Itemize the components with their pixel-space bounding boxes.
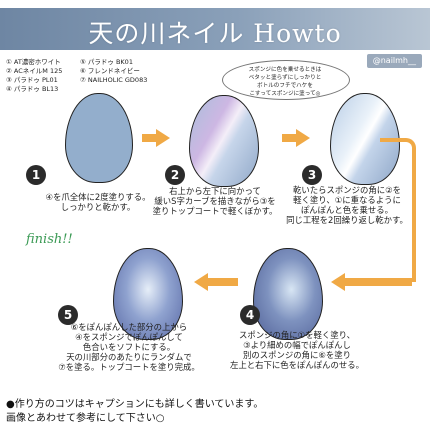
finish-label: finish!! (26, 232, 73, 247)
caption-line: 緩いS字カーブを描きながら③を (154, 196, 276, 206)
connector-arrow (380, 138, 416, 282)
step-4-caption: スポンジの角に①を軽く塗り、 ③より細めの幅でぽんぽんし 別のスポンジの角に⑥を… (222, 330, 372, 370)
caption-line: ⑥をぽんぽんした部分の上から (70, 322, 188, 332)
step-3-caption: 乾いたらスポンジの角に②を 軽く塗り、①に重なるように ぽんぽんと色を乗せる。 … (282, 185, 412, 225)
materials-list-2: ⑤ パラドゥ BK01 ⑥ フレンドネイビー ⑦ NAILHOLIC GD083 (80, 58, 147, 85)
caption-line: 軽く塗り、①に重なるように (293, 195, 401, 205)
step-number-3: 3 (302, 165, 322, 185)
step-1-caption: ④を爪全体に2度塗りする。 しっかりと乾かす。 (28, 192, 168, 212)
arrow-left-icon (194, 273, 208, 291)
caption-line: 色合いをソフトにする。 (82, 342, 176, 352)
nail-step-1 (65, 93, 133, 183)
footer-line: 画像とあわせて参考にして下さい○ (6, 413, 165, 424)
caption-line: 塗りトップコートで軽くぼかす。 (152, 206, 278, 216)
author-handle: @nailmh__ (366, 54, 422, 68)
caption-line: 同じ工程を2回繰り返し乾かす。 (286, 215, 408, 225)
step-number-2: 2 (165, 165, 185, 185)
nail-step-4 (253, 248, 323, 340)
material-item: ⑤ パラドゥ BK01 (80, 58, 133, 66)
caption-line: ④を爪全体に2度塗りする。 (45, 192, 151, 202)
tip-bubble-text: スポンジに色を乗せるときは ベタッと塗らずにしっかりと ボトルのフチでハケを こ… (222, 66, 348, 98)
tip-line: ベタッと塗らずにしっかりと (248, 75, 322, 81)
header: 天の川ネイル Howto @nailmh__ (0, 0, 430, 70)
nail-step-2 (189, 95, 259, 187)
material-item: ① AT濃密ホワイト (6, 58, 61, 66)
caption-line: 天の川部分のあたりにランダムで (66, 352, 192, 362)
caption-line: しっかりと乾かす。 (60, 202, 136, 212)
caption-line: ⑦を塗る。トップコートを塗り完成。 (58, 362, 200, 372)
material-item: ⑥ フレンドネイビー (80, 67, 140, 75)
tip-line: ボトルのフチでハケを (257, 83, 313, 89)
caption-line: 別のスポンジの角に⑥を塗り (242, 350, 351, 360)
step-number-4: 4 (240, 305, 260, 325)
step-number-1: 1 (26, 165, 46, 185)
tip-line: こすってスポンジに塗って◎ (249, 91, 321, 97)
step-5-caption: ⑥をぽんぽんした部分の上から ④をスポンジでぽんぽんして 色合いをソフトにする。… (54, 322, 204, 372)
caption-line: ぽんぽんと色を乗せる。 (300, 205, 394, 215)
step-2-caption: 右上から左下に向かって 緩いS字カーブを描きながら③を 塗りトップコートで軽くぼ… (140, 186, 290, 216)
arrow-right-icon (142, 134, 156, 142)
tip-bubble (222, 60, 350, 100)
page-title: 天の川ネイル Howto (88, 19, 342, 48)
connector-arrow-body (345, 278, 412, 286)
materials-list-1: ① AT濃密ホワイト ② ACネイルM 125 ③ パラドゥ PL01 ④ パラ… (6, 58, 62, 94)
material-item: ⑦ NAILHOLIC GD083 (80, 76, 148, 84)
caption-line: ③より細めの幅でぽんぽんし (243, 340, 351, 350)
step-number-5: 5 (58, 305, 78, 325)
caption-line: ④をスポンジでぽんぽんして (75, 332, 183, 342)
footer-note: ●作り方のコツはキャプションにも詳しく書いています。 画像とあわせて参考にして下… (6, 398, 263, 426)
nail-step-5 (113, 248, 183, 340)
material-item: ③ パラドゥ PL01 (6, 76, 58, 84)
material-item: ② ACネイルM 125 (6, 67, 63, 75)
arrow-left-body (208, 278, 238, 286)
material-item: ④ パラドゥ BL13 (6, 85, 59, 93)
title-band (0, 8, 430, 50)
tip-line: スポンジに色を乗せるときは (248, 67, 322, 73)
arrow-left-icon (331, 273, 345, 291)
arrow-head-icon (156, 129, 170, 147)
footer-line: ●作り方のコツはキャプションにも詳しく書いています。 (6, 399, 264, 410)
caption-line: スポンジの角に①を軽く塗り、 (238, 330, 356, 340)
caption-line: 右上から左下に向かって (169, 186, 261, 196)
arrow-head-icon (296, 129, 310, 147)
arrow-right-icon (282, 134, 296, 142)
caption-line: 乾いたらスポンジの角に②を (292, 185, 401, 195)
caption-line: 左上と右下に色をぽんぽんのせる。 (230, 360, 364, 370)
